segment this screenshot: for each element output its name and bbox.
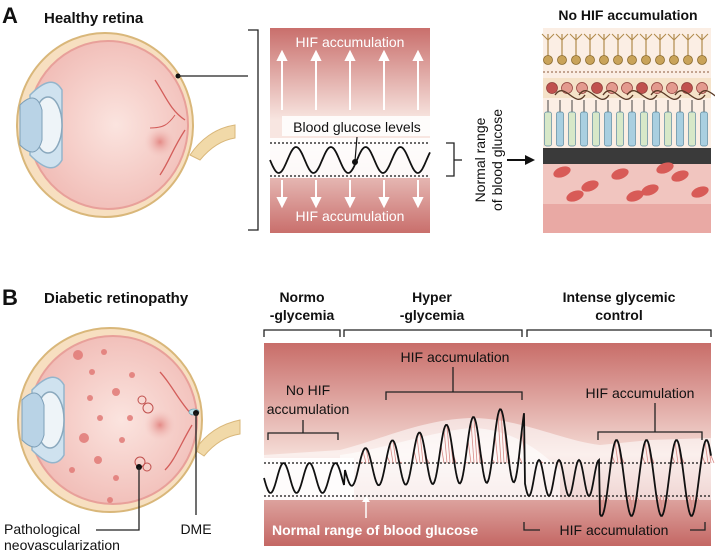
panel-a-title: Healthy retina	[44, 10, 144, 27]
panel-b-dme-label: DME	[180, 521, 211, 537]
phase-intense-line2: control	[595, 307, 642, 323]
panel-a-normal-range-line2: of blood glucose	[489, 109, 505, 211]
panel-a-result-title: No HIF accumulation	[558, 7, 697, 23]
phase-brackets	[263, 329, 712, 337]
panel-a-up-arrows	[276, 49, 424, 110]
panel-b-normal-range-label: Normal range of blood glucose	[272, 522, 478, 538]
phase-normo-line1: Normo	[279, 289, 324, 305]
panel-a-glucose-wave	[269, 146, 431, 174]
panel-b-patho-label-line2: neovascularization	[4, 537, 120, 550]
panel-b-no-hif-line2: accumulation	[267, 401, 350, 417]
panel-a-hif-top-label: HIF accumulation	[296, 34, 405, 50]
panel-b-hif-mid-label: HIF accumulation	[401, 349, 510, 365]
panel-a-normal-range-line1: Normal range	[472, 117, 488, 202]
panel-b-hif-right-label: HIF accumulation	[586, 385, 695, 401]
panel-a-down-arrows	[276, 180, 424, 209]
diabetic-eye-illustration	[17, 327, 241, 513]
panel-b-no-hif-line1: No HIF	[286, 382, 330, 398]
panel-a-glucose-label: Blood glucose levels	[293, 119, 421, 135]
panel-b-hif-bottom-label: HIF accumulation	[560, 522, 669, 538]
retina-layers-illustration	[541, 28, 715, 233]
phase-hyper-line2: -glycemia	[400, 307, 465, 323]
panel-b-letter: B	[2, 285, 18, 310]
panel-b-glucose-wave	[263, 408, 712, 517]
panel-b-title: Diabetic retinopathy	[44, 290, 189, 307]
panel-a-letter: A	[2, 3, 18, 28]
panel-b-patho-label-line1: Pathological	[4, 521, 80, 537]
panel-a-hif-bottom-label: HIF accumulation	[296, 208, 405, 224]
healthy-eye-illustration	[16, 32, 236, 218]
phase-hyper-line1: Hyper	[412, 289, 452, 305]
phase-normo-line2: -glycemia	[270, 307, 335, 323]
phase-intense-line1: Intense glycemic	[563, 289, 676, 305]
